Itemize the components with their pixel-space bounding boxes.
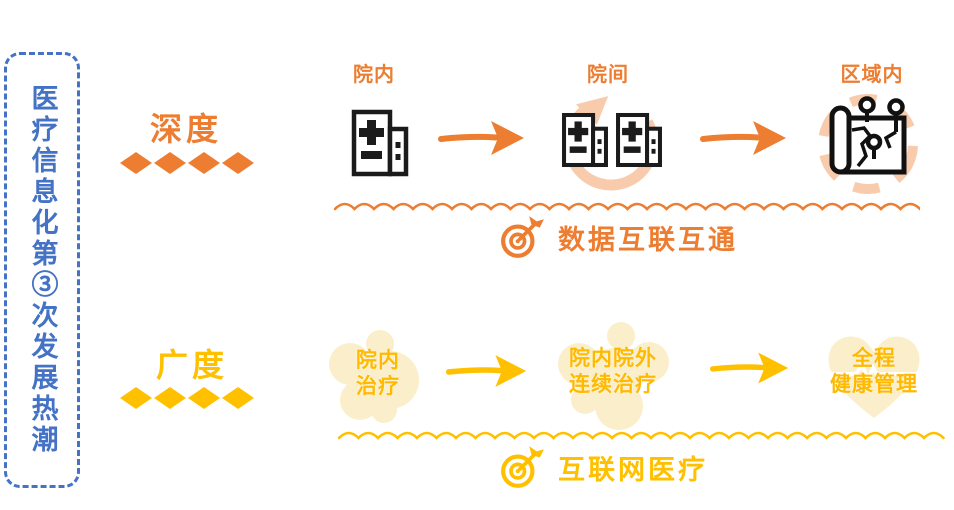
depth-axis-label: 深度 (149, 111, 222, 147)
flow-arrow-icon (446, 355, 527, 387)
diamond-bullet-icon (188, 152, 220, 174)
wavy-divider (334, 202, 920, 211)
hospital-building-icon (562, 112, 608, 168)
depth-diamonds (120, 152, 254, 174)
dart-target-icon (501, 446, 544, 488)
breadth-caption-row: 互联网医疗 (500, 444, 708, 490)
hospital-building-icon (616, 112, 662, 168)
wavy-divider (338, 431, 945, 440)
sidebar-title-box: 医疗信息化第③次发展热潮 (4, 52, 80, 488)
heart-ecg-icon (822, 336, 926, 418)
diamond-bullet-icon (154, 152, 186, 174)
hospital-building-icon (351, 109, 409, 177)
stage-label-regional: 区域内 (840, 64, 904, 86)
stage-label-inhospital-treatment: 院内 治疗 (356, 349, 400, 399)
diamond-bullet-icon (188, 387, 220, 409)
dart-target-icon (501, 216, 544, 258)
region-map-icon (818, 94, 918, 194)
heart-blob-icon (558, 322, 669, 430)
depth-caption-row: 数据互联互通 (500, 214, 738, 260)
flow-arrow-icon (710, 352, 789, 384)
depth-caption: 数据互联互通 (558, 224, 738, 255)
breadth-axis-label: 广度 (155, 347, 228, 383)
flow-arrow-icon (438, 121, 524, 155)
diamond-bullet-icon (120, 152, 152, 174)
stage-label-between-hospitals: 院间 (587, 64, 629, 86)
heart-blob-icon (329, 330, 419, 423)
stage-label-health-management: 全程 健康管理 (830, 347, 918, 397)
diamond-bullet-icon (222, 387, 254, 409)
diamond-bullet-icon (120, 387, 152, 409)
breadth-diamonds (120, 387, 254, 409)
page-title: 医疗信息化第③次发展热潮 (27, 84, 58, 456)
diamond-bullet-icon (222, 152, 254, 174)
stage-label-in-hospital: 院内 (353, 64, 395, 86)
breadth-caption: 互联网医疗 (558, 454, 708, 485)
flow-arrow-icon (700, 121, 786, 155)
diamond-bullet-icon (154, 387, 186, 409)
stage-label-continuous-treatment: 院内院外 连续治疗 (569, 347, 657, 397)
